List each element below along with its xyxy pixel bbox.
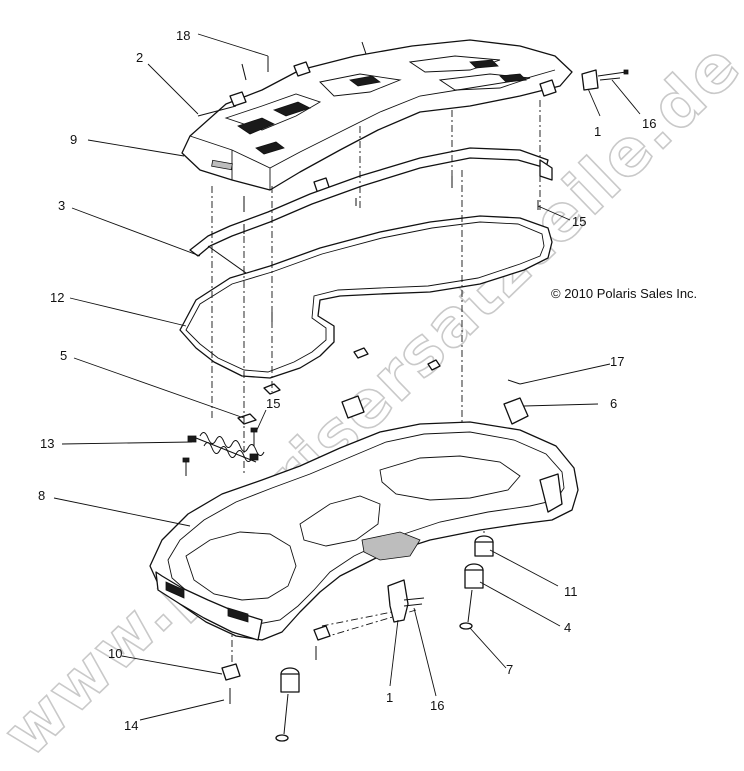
callout-13: 13 [40,436,54,451]
callout-1-top: 1 [594,124,601,139]
callout-labels: 18 2 9 3 12 5 13 8 10 14 1 16 15 15 17 6… [38,28,656,733]
pins-part-16 [403,597,425,607]
seal-part-12 [179,215,553,379]
callout-11: 11 [564,584,578,599]
callout-1-bottom: 1 [386,690,393,705]
callout-7: 7 [506,662,513,677]
callout-3: 3 [58,198,65,213]
callout-2: 2 [136,50,143,65]
callout-17: 17 [610,354,624,369]
callout-5: 5 [60,348,67,363]
callout-10: 10 [108,646,122,661]
callout-16-top: 16 [642,116,656,131]
callout-12: 12 [50,290,64,305]
bumper-pads-part-5 [237,347,441,425]
leader-lines [53,33,641,721]
callout-15-upper: 15 [266,396,280,411]
callout-16-bottom: 16 [430,698,444,713]
callout-4: 4 [564,620,571,635]
callout-18: 18 [176,28,190,43]
callout-15-right: 15 [572,214,586,229]
callout-9: 9 [70,132,77,147]
hinge-bracket-top-right [581,69,629,91]
lid-part-9 [181,39,573,195]
callout-8: 8 [38,488,45,503]
callout-6: 6 [610,396,617,411]
copyright-notice: © 2010 Polaris Sales Inc. [551,286,697,301]
callout-14: 14 [124,718,138,733]
base-tub-part-8 [149,379,579,742]
spring-part-13 [187,432,265,463]
